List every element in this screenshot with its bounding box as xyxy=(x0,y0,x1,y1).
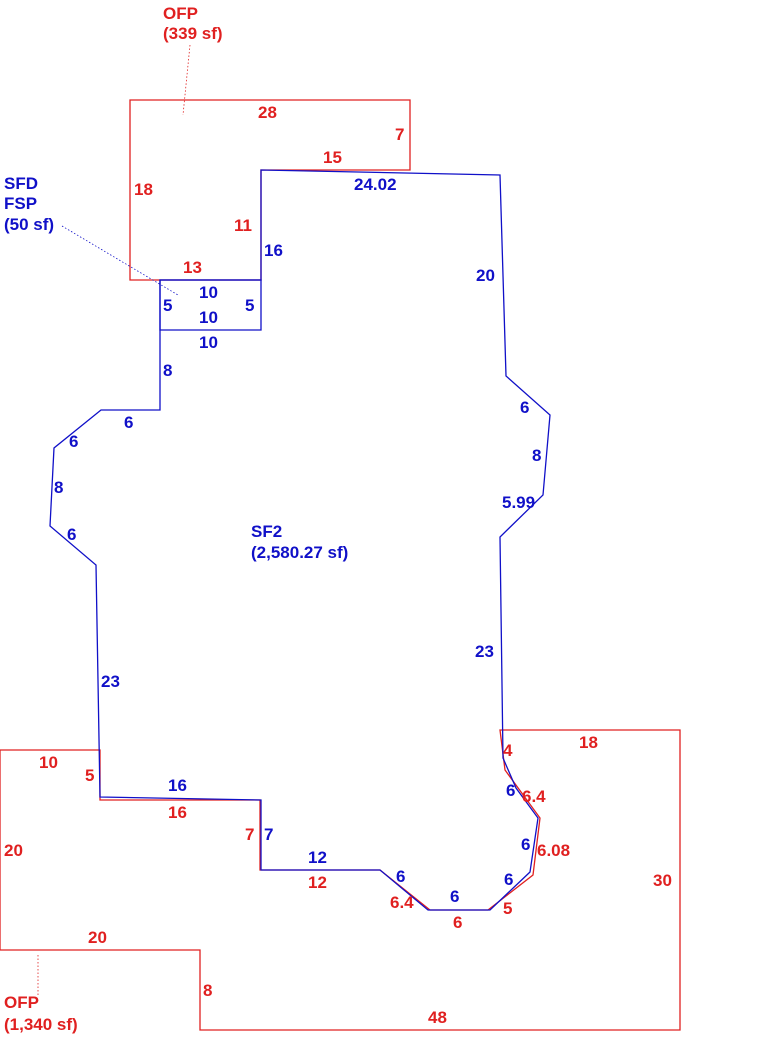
dim-label: 10 xyxy=(199,283,218,302)
dim-label: 6.4 xyxy=(390,893,414,912)
dim-label: 23 xyxy=(101,672,120,691)
dim-label: 5.99 xyxy=(502,493,535,512)
dim-label: 8 xyxy=(54,478,63,497)
ofp-bottom-name: OFP xyxy=(4,993,39,1012)
dim-label: 48 xyxy=(428,1008,447,1027)
dim-label: 20 xyxy=(88,928,107,947)
dim-label: 6 xyxy=(124,413,133,432)
dim-label: 28 xyxy=(258,103,277,122)
dim-label: 5 xyxy=(163,296,172,315)
dim-label: 13 xyxy=(183,258,202,277)
dim-label: 16 xyxy=(264,241,283,260)
dim-label: 6.08 xyxy=(537,841,570,860)
ofp-top-leader xyxy=(182,44,191,116)
dim-label: 6 xyxy=(69,432,78,451)
dim-label: 12 xyxy=(308,848,327,867)
dim-label: 6 xyxy=(450,887,459,906)
dim-label: 6 xyxy=(396,867,405,886)
dim-label: 15 xyxy=(323,148,342,167)
dim-label: 6 xyxy=(520,398,529,417)
sf2-outline xyxy=(49,169,551,911)
dim-label: 11 xyxy=(234,216,252,235)
dim-label: 7 xyxy=(395,125,404,144)
dim-label: 24.02 xyxy=(354,175,397,194)
dim-label: 6 xyxy=(521,835,530,854)
dim-label: 10 xyxy=(39,753,58,772)
dim-label: 20 xyxy=(4,841,23,860)
dim-label: 6 xyxy=(504,870,513,889)
ofp-bottom-outline xyxy=(0,729,681,1031)
sf2-name: SF2 xyxy=(251,522,282,541)
dim-label: 6.4 xyxy=(522,787,546,806)
dim-label: 8 xyxy=(163,361,172,380)
dim-label: 12 xyxy=(308,873,327,892)
dim-label: 6 xyxy=(67,525,76,544)
dim-label: 5 xyxy=(503,899,512,918)
dim-label: 20 xyxy=(476,266,495,285)
dim-label: 18 xyxy=(579,733,598,752)
ofp-top-name: OFP xyxy=(163,4,198,23)
dim-label: 8 xyxy=(203,981,212,1000)
dim-label: 10 xyxy=(199,308,218,327)
sf2-area: (2,580.27 sf) xyxy=(251,543,348,562)
sfd-fsp-name-1: SFD xyxy=(4,174,38,193)
dim-label: 16 xyxy=(168,803,187,822)
sfd-fsp-area: (50 sf) xyxy=(4,215,54,234)
dim-label: 7 xyxy=(245,825,254,844)
ofp-top-area: (339 sf) xyxy=(163,24,223,43)
ofp-bottom-area: (1,340 sf) xyxy=(4,1015,78,1034)
dim-label: 6 xyxy=(506,781,515,800)
dim-label: 6 xyxy=(453,913,462,932)
dim-label: 18 xyxy=(134,180,153,199)
sfd-fsp-leader xyxy=(61,225,179,296)
dim-label: 5 xyxy=(245,296,254,315)
dim-label: 7 xyxy=(264,825,273,844)
dim-label: 8 xyxy=(532,446,541,465)
dim-label: 10 xyxy=(199,333,218,352)
dim-label: 30 xyxy=(653,871,672,890)
dim-label: 23 xyxy=(475,642,494,661)
dim-label: 16 xyxy=(168,776,187,795)
dim-label: 4 xyxy=(503,741,513,760)
sfd-fsp-name-2: FSP xyxy=(4,194,37,213)
dim-label: 5 xyxy=(85,766,94,785)
